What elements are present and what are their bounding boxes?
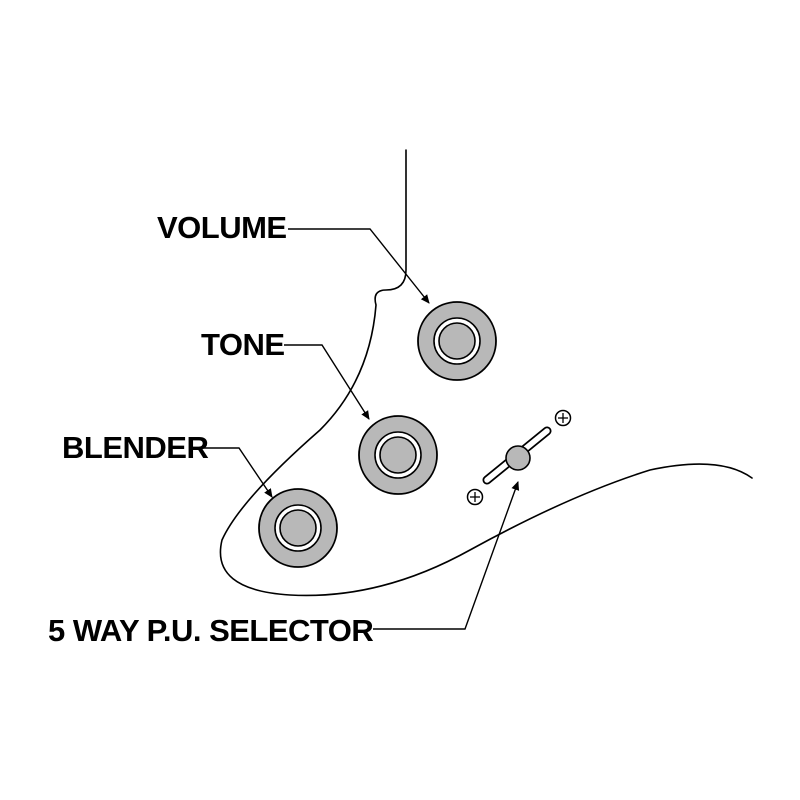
body-outline: [219, 149, 753, 597]
tone-leader-arrow: [284, 344, 370, 420]
blender-label: BLENDER: [62, 430, 208, 465]
volume-label: VOLUME: [157, 210, 287, 245]
selector-screw-top: [554, 409, 572, 427]
tone-knob: [358, 415, 438, 495]
volume-leader-arrow: [288, 228, 430, 304]
selector-label: 5 WAY P.U. SELECTOR: [48, 613, 373, 648]
blender-leader-arrow: [203, 447, 273, 498]
selector-leader-arrow: [373, 481, 520, 630]
tone-label: TONE: [201, 327, 285, 362]
volume-knob: [417, 301, 497, 381]
selector-screw-bottom: [466, 488, 484, 506]
blender-knob: [258, 488, 338, 568]
pickup-selector-switch: [482, 426, 552, 485]
